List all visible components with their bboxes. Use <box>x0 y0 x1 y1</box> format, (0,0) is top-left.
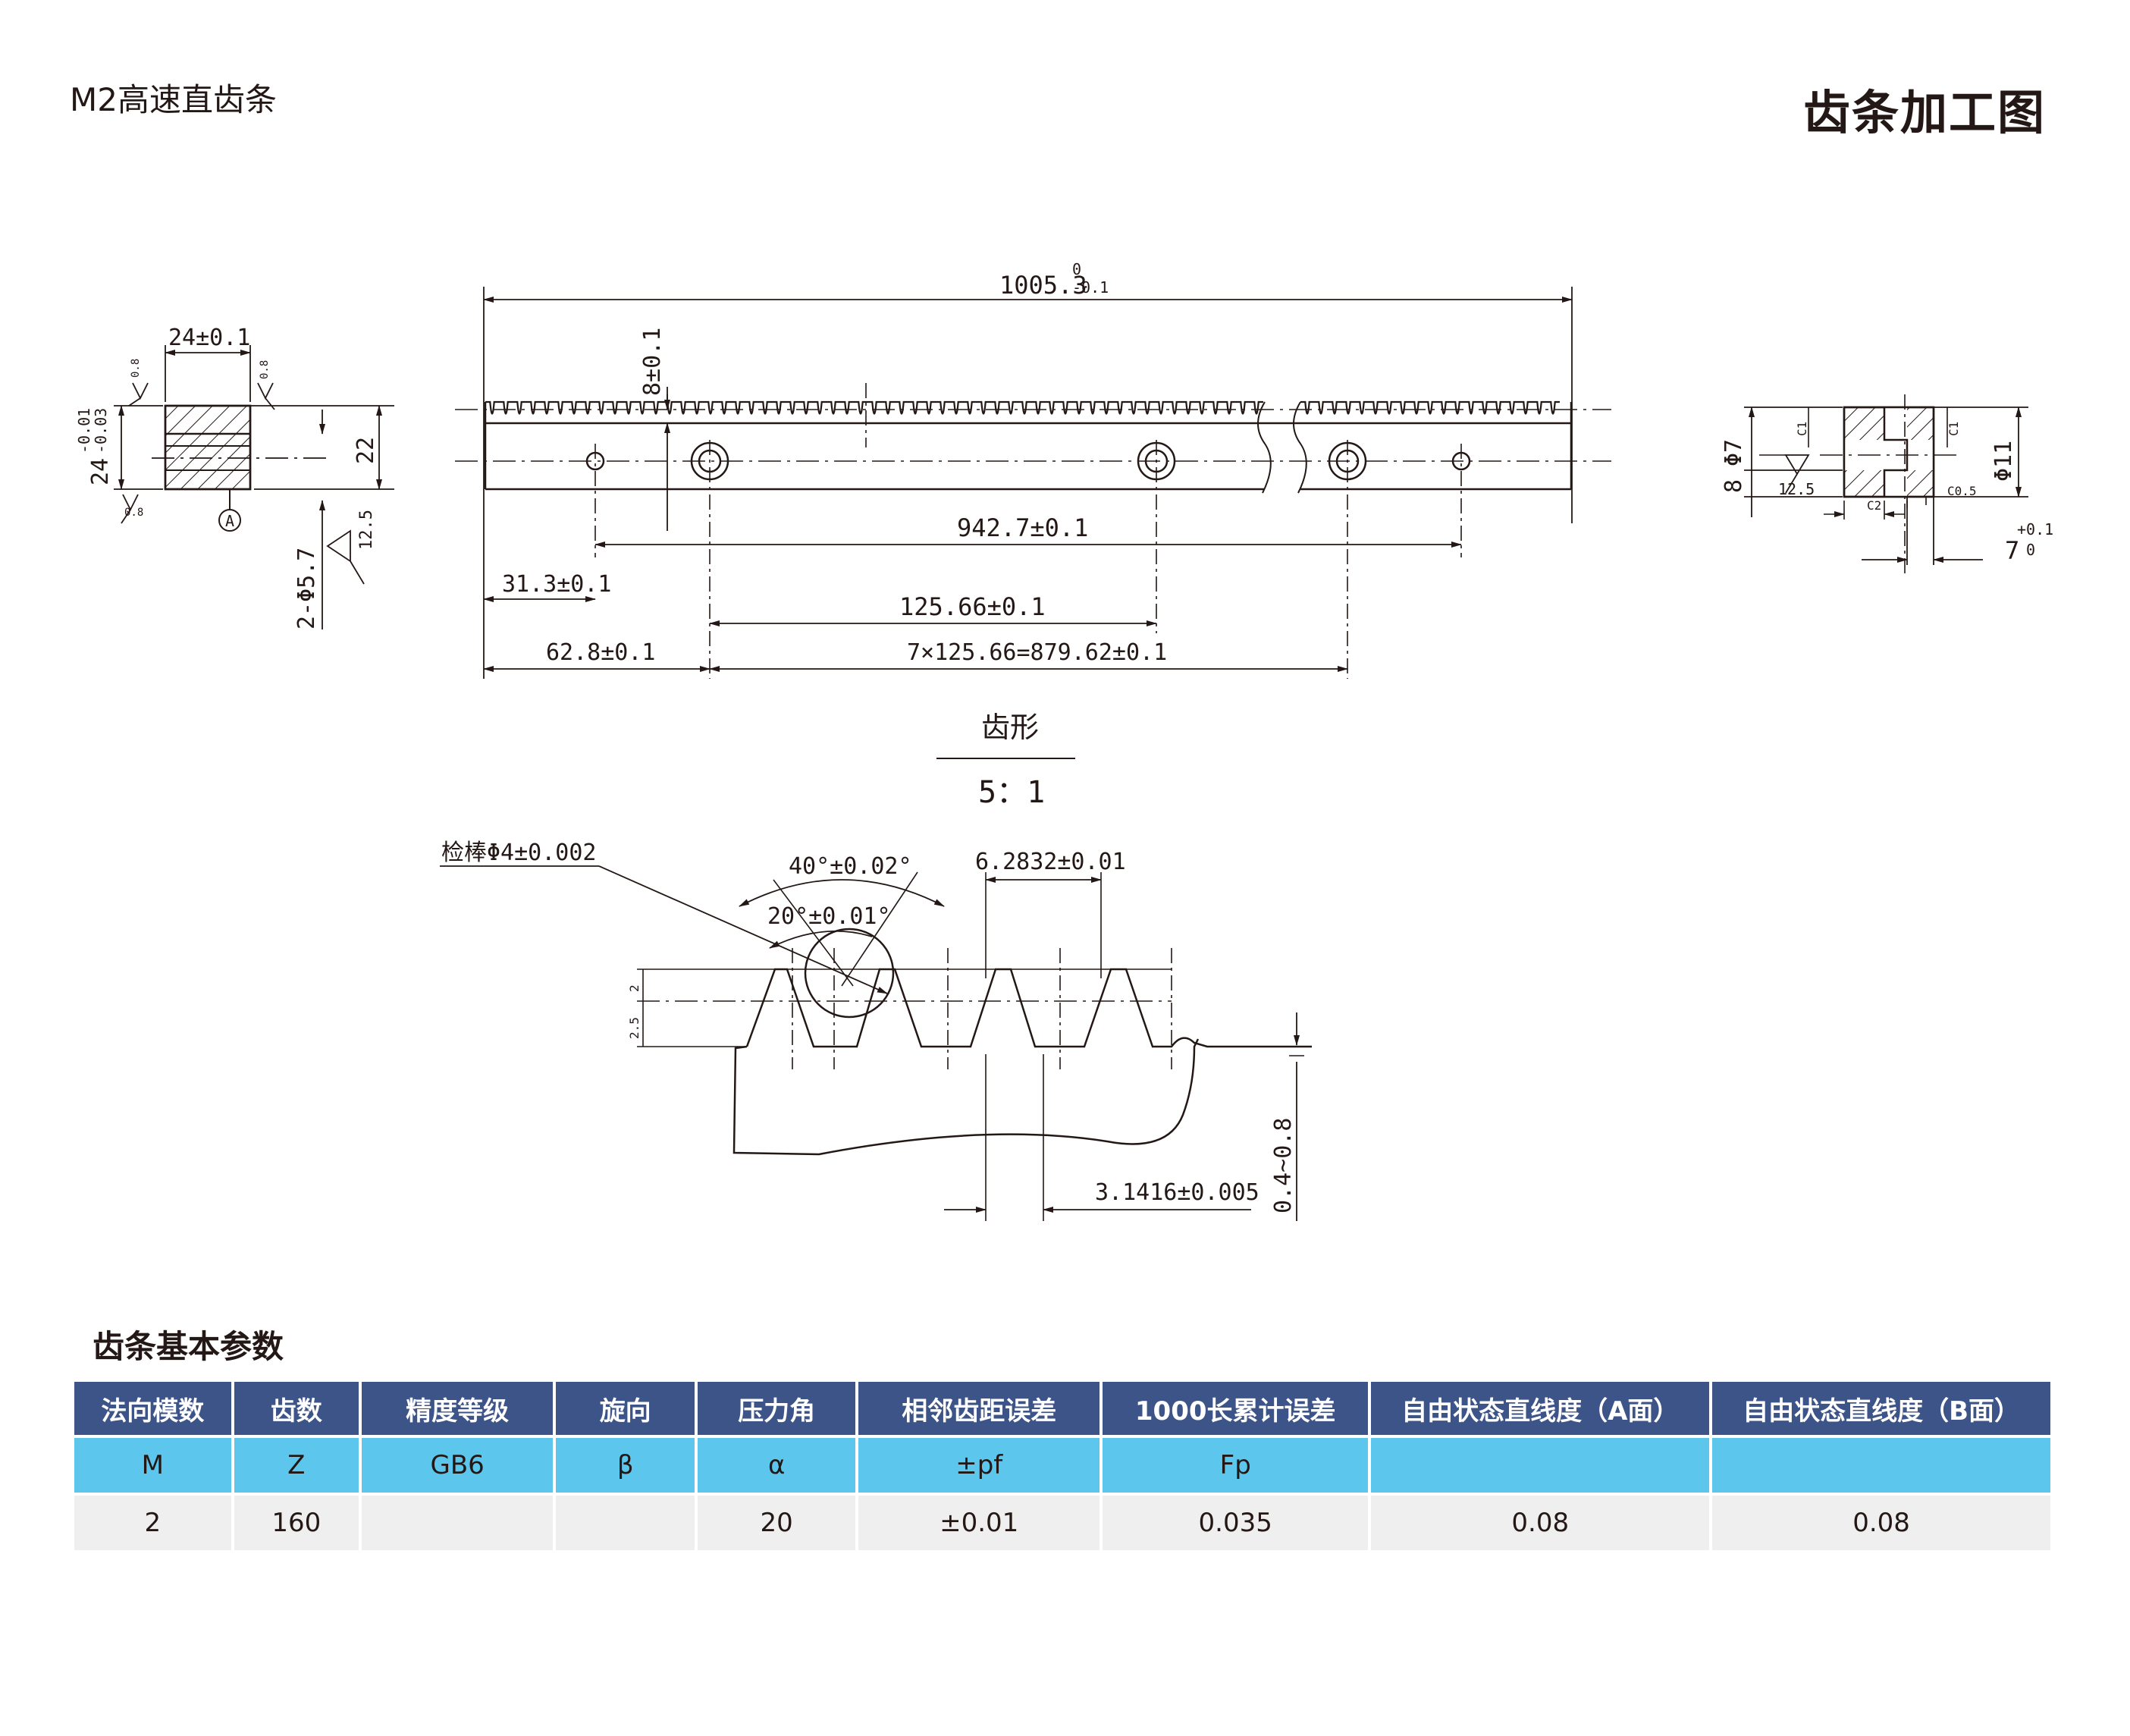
symbol-cell: Z <box>234 1435 359 1493</box>
dim-cb-tol-upper: +0.1 <box>2017 520 2053 538</box>
symbol-cell: Fp <box>1103 1435 1369 1493</box>
symbol-cell: GB6 <box>361 1435 554 1493</box>
dim-height-tol-lower: -0.03 <box>92 408 110 454</box>
dim-overall-tol-lower: -0.1 <box>1072 278 1109 297</box>
dim-cb-hole: Φ7 <box>1721 439 1747 466</box>
dim-first-hole: 62.8±0.1 <box>546 639 656 666</box>
dim-c05: C0.5 <box>1947 484 1977 498</box>
rough-right-12-5: 12.5 <box>1778 480 1815 498</box>
tooth-root-range: 0.4~0.8 <box>1270 1118 1297 1213</box>
dim-end-hole: 31.3±0.1 <box>502 571 612 598</box>
header-cell: 自由状态直线度（B面） <box>1712 1382 2050 1435</box>
dim-c1-left: C1 <box>1795 422 1809 436</box>
params-symbol-row: M Z GB6 β α ±pf Fp <box>74 1435 2050 1493</box>
params-value-row: 2 160 20 ±0.01 0.035 0.08 0.08 <box>74 1493 2050 1550</box>
value-cell: ±0.01 <box>858 1493 1100 1550</box>
dim-height-group: 24 -0.01 -0.03 <box>75 408 114 485</box>
value-cell: 0.035 <box>1103 1493 1369 1550</box>
rough-left-0-8-c: 0.8 <box>124 507 143 519</box>
dim-tooth-height: 8±0.1 <box>639 328 666 396</box>
symbol-cell: ±pf <box>858 1435 1100 1493</box>
rack-drawing: 24±0.1 24 -0.01 -0.03 22 2-Φ5.7 12.5 0.8… <box>75 260 2053 1221</box>
symbol-cell: β <box>556 1435 695 1493</box>
tooth-half-pitch: 3.1416±0.005 <box>1095 1179 1259 1206</box>
tooth-pin-label: 检棒Φ4±0.002 <box>441 840 597 866</box>
dim-cb-head-depth: 7 <box>2005 536 2019 565</box>
header-cell: 精度等级 <box>361 1382 554 1435</box>
dim-cb-depth: 8 <box>1721 479 1747 493</box>
params-section-title: 齿条基本参数 <box>93 1328 284 1365</box>
datum-a-label: A <box>225 512 234 530</box>
page-title: 齿条加工图 <box>1802 85 2046 140</box>
dim-hole-height: 22 <box>353 437 379 464</box>
rack-main-view <box>455 287 1611 679</box>
header-cell: 旋向 <box>556 1382 695 1435</box>
tooth-view-label: 齿形 <box>981 711 1039 744</box>
rough-left-0-8-a: 0.8 <box>130 359 142 378</box>
left-section-view <box>114 345 394 629</box>
tooth-angle-20: 20°±0.01° <box>767 903 891 930</box>
header-cell: 1000长累计误差 <box>1103 1382 1369 1435</box>
header-cell: 压力角 <box>698 1382 856 1435</box>
header-cell: 齿数 <box>234 1382 359 1435</box>
symbol-cell <box>1371 1435 1710 1493</box>
value-cell <box>556 1493 695 1550</box>
value-cell: 160 <box>234 1493 359 1550</box>
dim-c1-right: C1 <box>1946 422 1961 436</box>
rough-left-12-5: 12.5 <box>357 510 376 550</box>
left-section-hatch <box>164 404 252 491</box>
symbol-cell: α <box>698 1435 856 1493</box>
symbol-cell <box>1712 1435 2050 1493</box>
dim-c2: C2 <box>1867 498 1881 513</box>
tooth-profile <box>440 865 1312 1221</box>
tooth-addendum: 2 <box>627 984 642 992</box>
value-cell: 2 <box>74 1493 231 1550</box>
dim-overall-length: 1005.3 <box>999 271 1087 300</box>
check-pin <box>804 928 895 1019</box>
params-header-row: 法向模数 齿数 精度等级 旋向 压力角 相邻齿距误差 1000长累计误差 自由状… <box>74 1382 2050 1435</box>
page-subtitle: M2高速直齿条 <box>70 81 277 118</box>
dim-overall-tol-upper: 0 <box>1072 260 1081 278</box>
dim-cb-tol-lower: 0 <box>2026 541 2035 559</box>
rack-params-table: 法向模数 齿数 精度等级 旋向 压力角 相邻齿距误差 1000长累计误差 自由状… <box>71 1382 2053 1550</box>
dim-cb-head: Φ11 <box>1990 441 2017 482</box>
tooth-pitch: 6.2832±0.01 <box>975 849 1126 875</box>
rack-teeth <box>485 400 1560 415</box>
header-cell: 自由状态直线度（A面） <box>1371 1382 1710 1435</box>
dim-height-tol-upper: -0.01 <box>75 408 93 454</box>
value-cell: 0.08 <box>1371 1493 1710 1550</box>
header-cell: 相邻齿距误差 <box>858 1382 1100 1435</box>
tooth-dedendum: 2.5 <box>627 1017 642 1039</box>
dim-width: 24±0.1 <box>168 325 250 351</box>
dim-outer-holes: 942.7±0.1 <box>957 513 1088 542</box>
value-cell: 20 <box>698 1493 856 1550</box>
tooth-angle-40: 40°±0.02° <box>789 853 912 880</box>
right-section-view <box>1744 394 2028 576</box>
value-cell: 0.08 <box>1712 1493 2050 1550</box>
symbol-cell: M <box>74 1435 231 1493</box>
dim-small-hole: 2-Φ5.7 <box>293 548 320 629</box>
dim-pitch-total: 7×125.66=879.62±0.1 <box>907 639 1167 666</box>
dim-pitch: 125.66±0.1 <box>899 592 1046 621</box>
value-cell <box>361 1493 554 1550</box>
dim-height: 24 <box>87 458 114 485</box>
tooth-view-scale: 5：1 <box>978 775 1045 810</box>
header-cell: 法向模数 <box>74 1382 231 1435</box>
rough-left-0-8-b: 0.8 <box>259 360 271 379</box>
